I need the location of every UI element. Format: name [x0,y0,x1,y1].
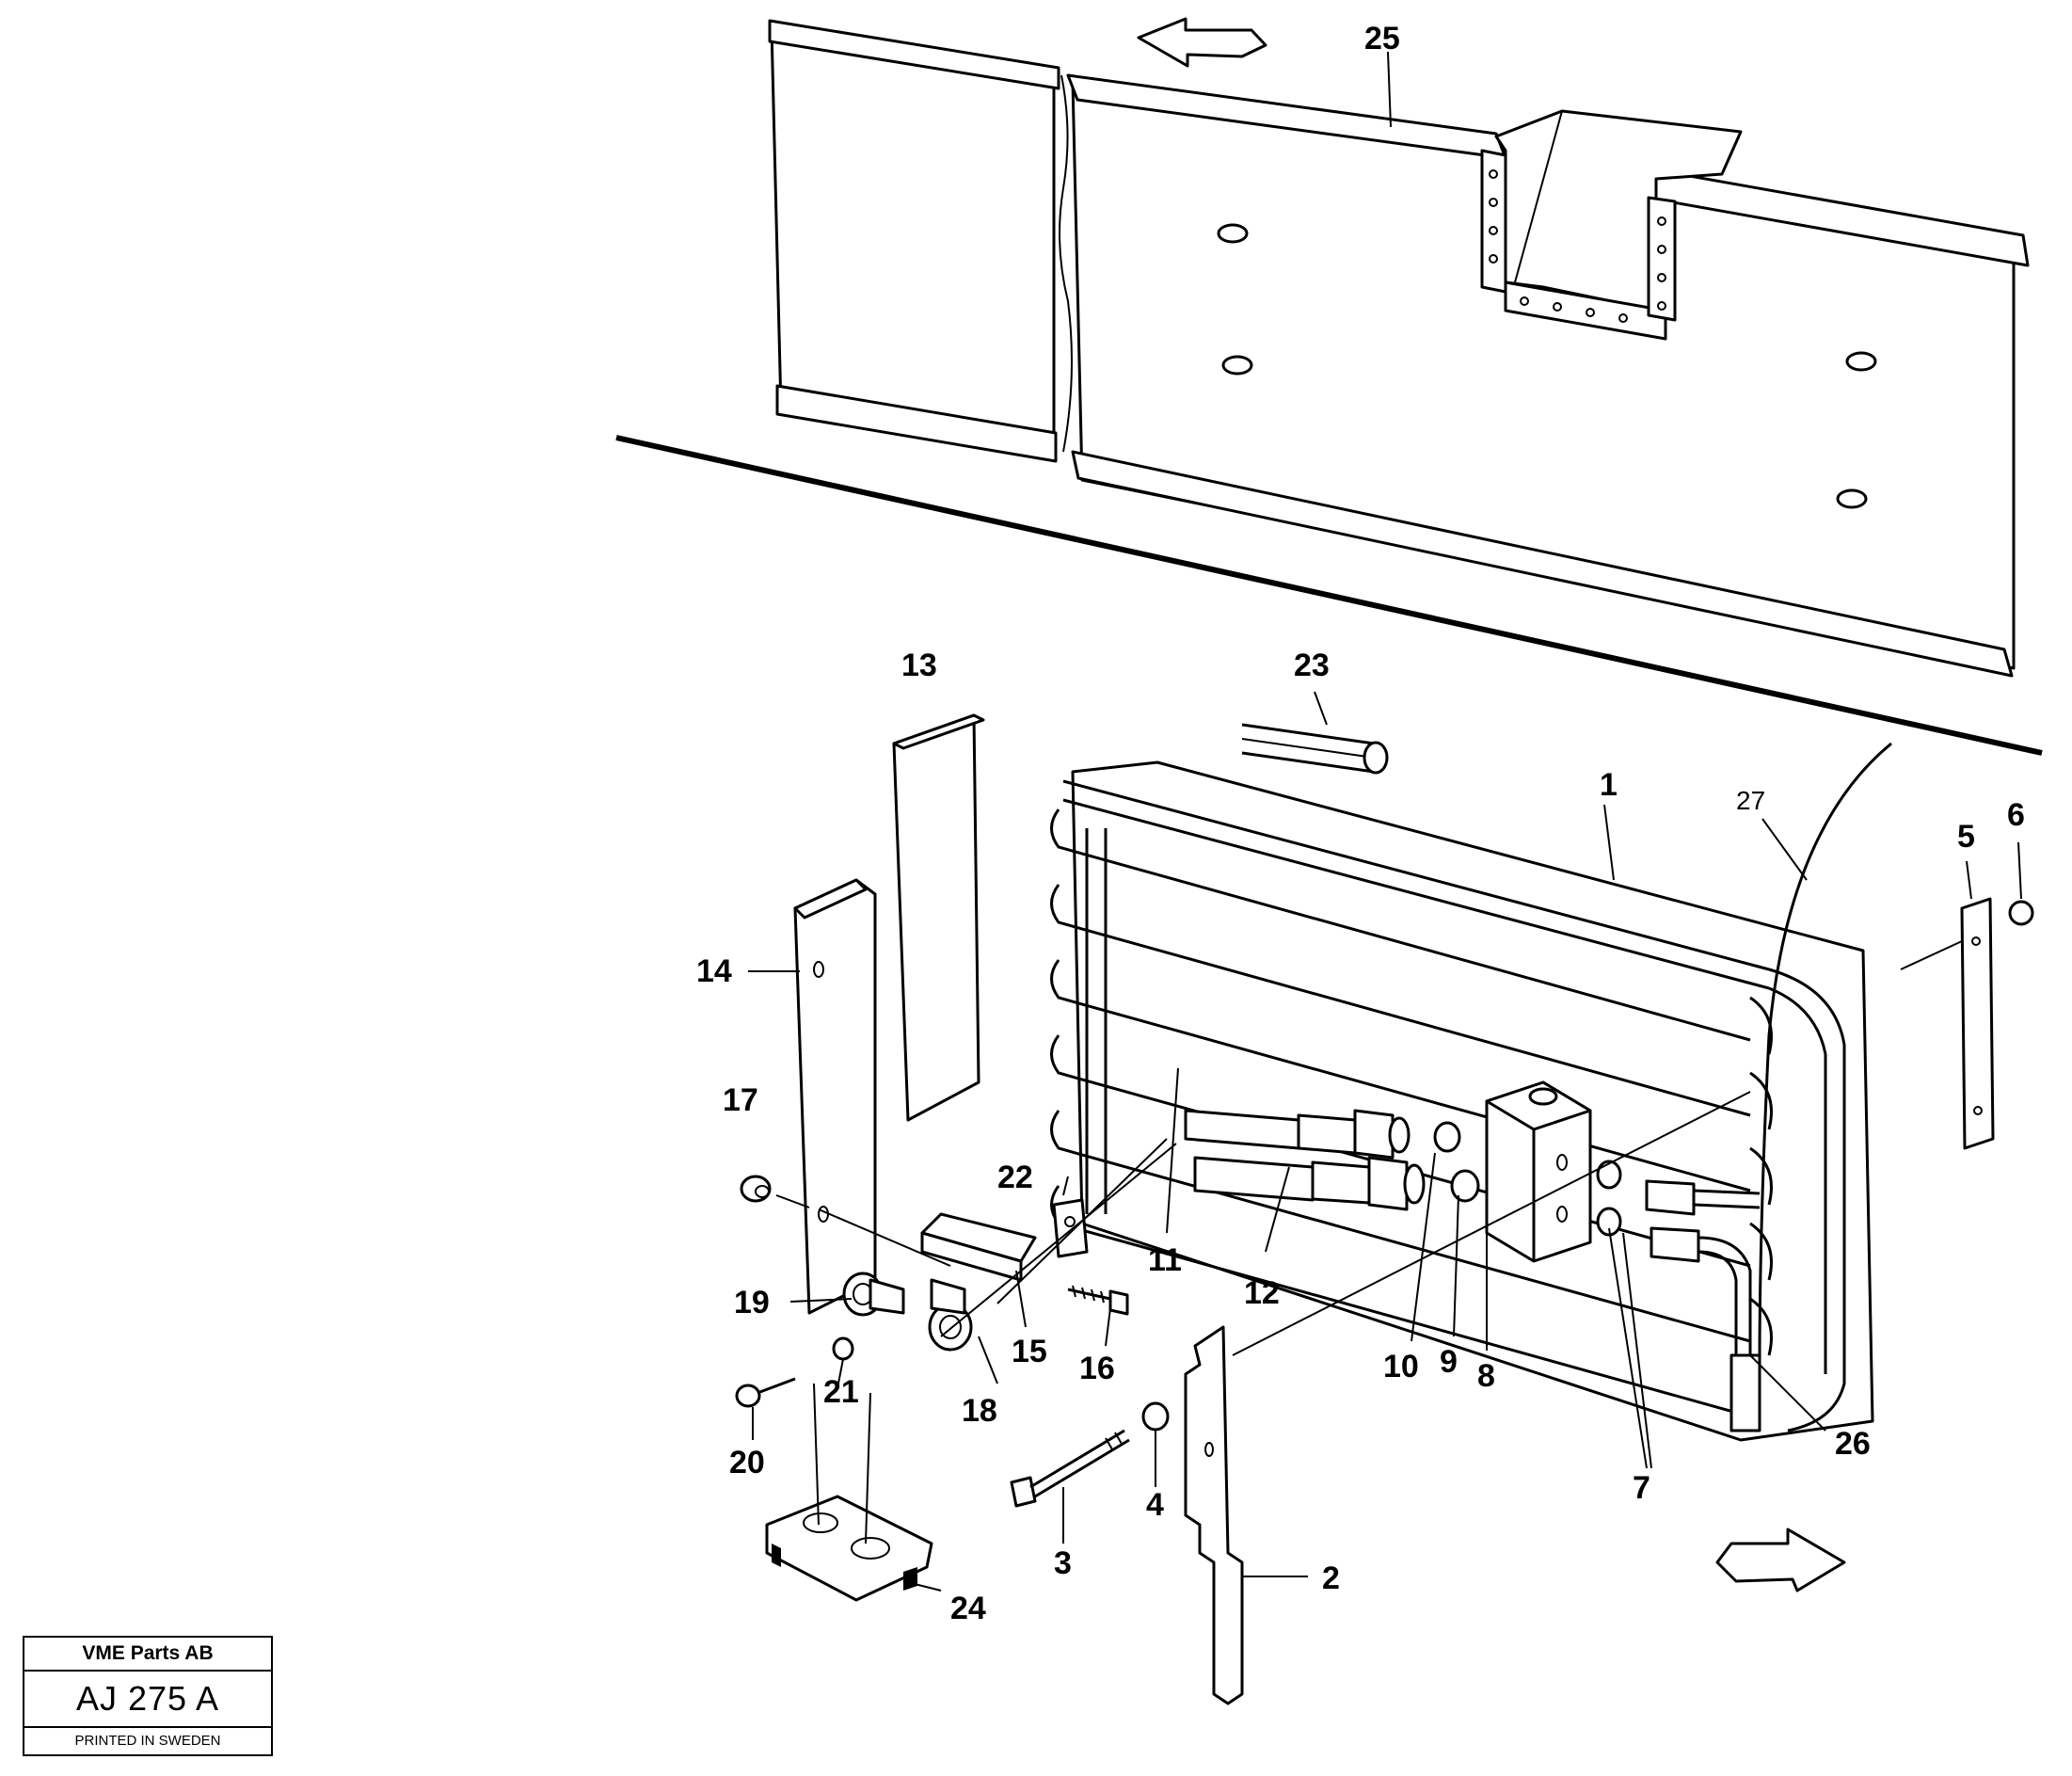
callout-19: 19 [734,1285,770,1320]
company-name: VME Parts AB [24,1638,271,1672]
foam-strip-13 [892,713,985,1122]
callout-5: 5 [1957,819,1975,855]
callout-3: 3 [1054,1545,1072,1581]
callout-21: 21 [823,1374,859,1410]
callout-23: 23 [1294,648,1330,683]
panel-25 [768,19,2030,678]
clip-22 [1052,1198,1089,1258]
callout-2: 2 [1322,1560,1340,1596]
bracket-15 [920,1212,1037,1282]
fitting-right [1596,1160,1761,1432]
callout-25: 25 [1364,21,1400,56]
callout-11: 11 [1148,1242,1182,1278]
bolt-holes [1489,169,1666,323]
callout-10: 10 [1383,1349,1419,1384]
right-arrow-icon [1715,1528,1846,1592]
callout-4: 4 [1146,1487,1164,1523]
callout-24: 24 [950,1591,986,1626]
bracket-plate-2 [1184,1325,1244,1705]
nut-17 [740,1175,772,1203]
callout-26: 26 [1835,1426,1871,1462]
expansion-valve-block-8 [1485,1080,1592,1263]
callout-labels: 1 2 3 4 5 6 7 8 9 10 11 12 13 14 15 16 1… [696,21,2025,1626]
grommet-block-24 [765,1495,933,1602]
leader-lines [748,51,2022,1592]
left-arrow-icon [1137,17,1267,68]
callout-13: 13 [901,648,937,683]
callout-27: 27 [1736,786,1765,815]
nut-6 [2008,900,2034,926]
callout-6: 6 [2007,797,2025,833]
callout-22: 22 [997,1160,1033,1195]
callout-14: 14 [696,953,732,989]
clamp-19 [842,1272,905,1317]
bolt-3 [1010,1429,1130,1508]
angle-bracket-14 [793,878,877,1315]
callout-16: 16 [1079,1351,1115,1386]
callout-12: 12 [1244,1275,1280,1311]
plate-5 [1960,897,1995,1150]
callout-17: 17 [723,1082,758,1118]
callout-1: 1 [1600,767,1618,803]
callout-18: 18 [962,1393,997,1429]
coil-block-1 [1050,760,1874,1442]
reference-line [615,435,2043,756]
callout-15: 15 [1012,1334,1047,1369]
callout-20: 20 [729,1445,765,1480]
washer-21 [832,1336,854,1361]
callout-8: 8 [1477,1358,1495,1394]
screw-20 [735,1377,796,1408]
cable-27 [1758,742,1892,1366]
fitting-left-upper [1184,1109,1461,1160]
drawing-number: AJ 275 A [24,1672,271,1728]
title-block: VME Parts AB AJ 275 A PRINTED IN SWEDEN [23,1636,273,1756]
print-note: PRINTED IN SWEDEN [74,1733,221,1749]
callout-9: 9 [1440,1344,1458,1380]
hose-23 [1241,723,1389,775]
callout-7: 7 [1633,1470,1650,1506]
screw-16 [1067,1285,1129,1316]
clamp-18 [928,1278,973,1352]
washer-4 [1141,1401,1170,1432]
